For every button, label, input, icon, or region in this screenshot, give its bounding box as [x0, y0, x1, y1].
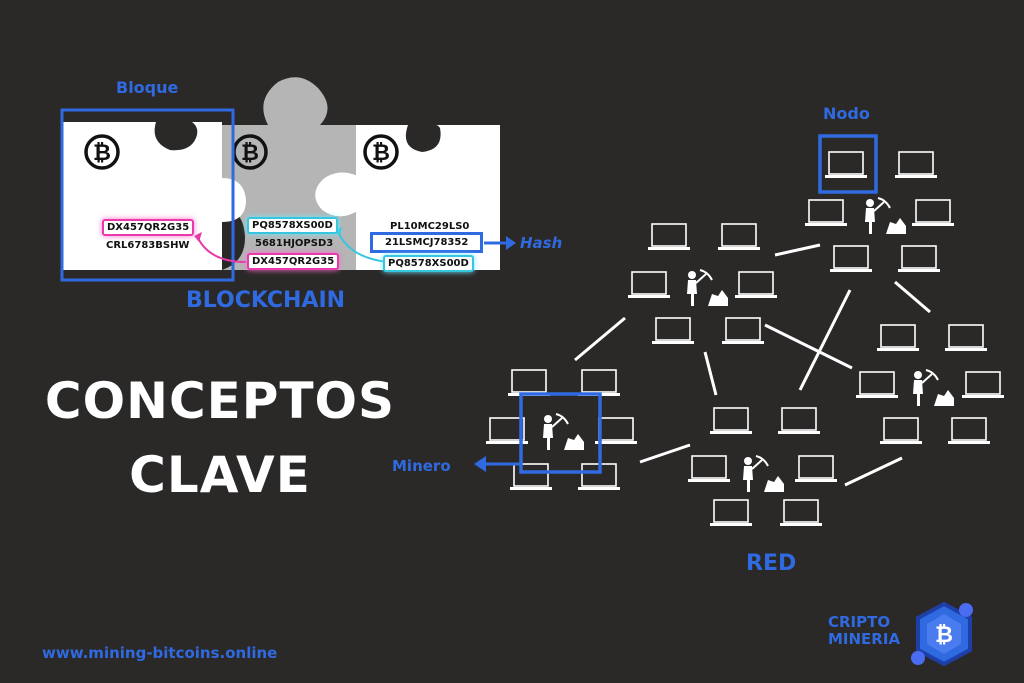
logo-line-2: MINERIA: [828, 630, 901, 648]
laptop-icon: [824, 151, 868, 179]
laptop-icon: [687, 455, 731, 483]
cluster-right: [855, 324, 1005, 445]
pink-arrow-icon: [197, 237, 247, 263]
miner-icon: [686, 269, 729, 307]
laptop-icon: [897, 245, 941, 273]
hash-label: Hash: [520, 234, 563, 252]
node-frame: [818, 134, 878, 194]
laptop-icon: [794, 455, 838, 483]
laptop-icon: [829, 245, 873, 273]
laptop-icon: [944, 324, 988, 352]
laptop-icon: [894, 151, 938, 179]
block3-hash-bottom: PQ8578XS00D: [383, 255, 474, 272]
miner-icon: [742, 455, 785, 493]
laptop-icon: [651, 317, 695, 345]
laptop-icon: [709, 499, 753, 527]
laptop-icon: [577, 369, 621, 397]
svg-text:₿: ₿: [241, 141, 259, 166]
bitcoin-icon: ₿: [84, 134, 120, 170]
logo-text: CRIPTO MINERIA: [828, 614, 900, 648]
laptop-icon: [717, 223, 761, 251]
network-label: RED: [746, 551, 797, 576]
miner-label: Minero: [392, 457, 451, 475]
block3-hash-mid: 21LSMCJ78352: [370, 232, 484, 253]
laptop-icon: [709, 407, 753, 435]
block2-hash-mid: 5681HJOPSD3: [255, 238, 334, 249]
laptop-icon: [777, 407, 821, 435]
laptop-icon: [721, 317, 765, 345]
miner-icon: [542, 413, 585, 451]
cripto-mineria-logo: ₿: [911, 601, 973, 667]
cluster-node: [804, 134, 955, 273]
block-frame: [60, 108, 235, 282]
title-line-1: CONCEPTOS: [44, 372, 396, 430]
laptop-icon: [876, 324, 920, 352]
laptop-icon: [804, 199, 848, 227]
svg-text:₿: ₿: [372, 141, 390, 166]
bitcoin-icon: ₿: [935, 623, 953, 648]
network: [574, 243, 931, 487]
miner-frame: [519, 392, 602, 474]
block3-hash-top: PL10MC29LS0: [390, 221, 470, 232]
laptop-icon: [879, 417, 923, 445]
blockchain-label: BLOCKCHAIN: [186, 288, 346, 313]
laptop-icon: [509, 463, 553, 491]
block-label: Bloque: [116, 78, 179, 97]
laptop-icon: [734, 271, 778, 299]
logo-line-1: CRIPTO: [828, 613, 891, 631]
laptop-icon: [911, 199, 955, 227]
cluster-miner: [485, 369, 638, 491]
laptop-icon: [855, 371, 899, 399]
laptop-icon: [947, 417, 991, 445]
cluster-bottom: [687, 407, 838, 527]
footer-url: www.mining-bitcoins.online: [42, 644, 278, 662]
block1-hash-top: DX457QR2G35: [102, 219, 195, 236]
laptop-icon: [507, 369, 551, 397]
cyan-arrow-icon: [337, 231, 389, 263]
bitcoin-icon: ₿: [363, 134, 399, 170]
block1-hash-bottom: CRL6783BSHW: [106, 240, 190, 251]
laptop-icon: [779, 499, 823, 527]
miner-icon: [912, 369, 955, 407]
title-line-2: CLAVE: [129, 446, 311, 504]
laptop-icon: [627, 271, 671, 299]
svg-text:₿: ₿: [93, 141, 111, 166]
cluster-mid-left: [627, 223, 778, 345]
block2-prev-hash: PQ8578XS00D: [247, 217, 338, 234]
laptop-icon: [961, 371, 1005, 399]
miner-icon: [864, 197, 907, 235]
node-label: Nodo: [823, 104, 870, 123]
laptop-icon: [647, 223, 691, 251]
block2-hash-bottom: DX457QR2G35: [247, 253, 340, 270]
